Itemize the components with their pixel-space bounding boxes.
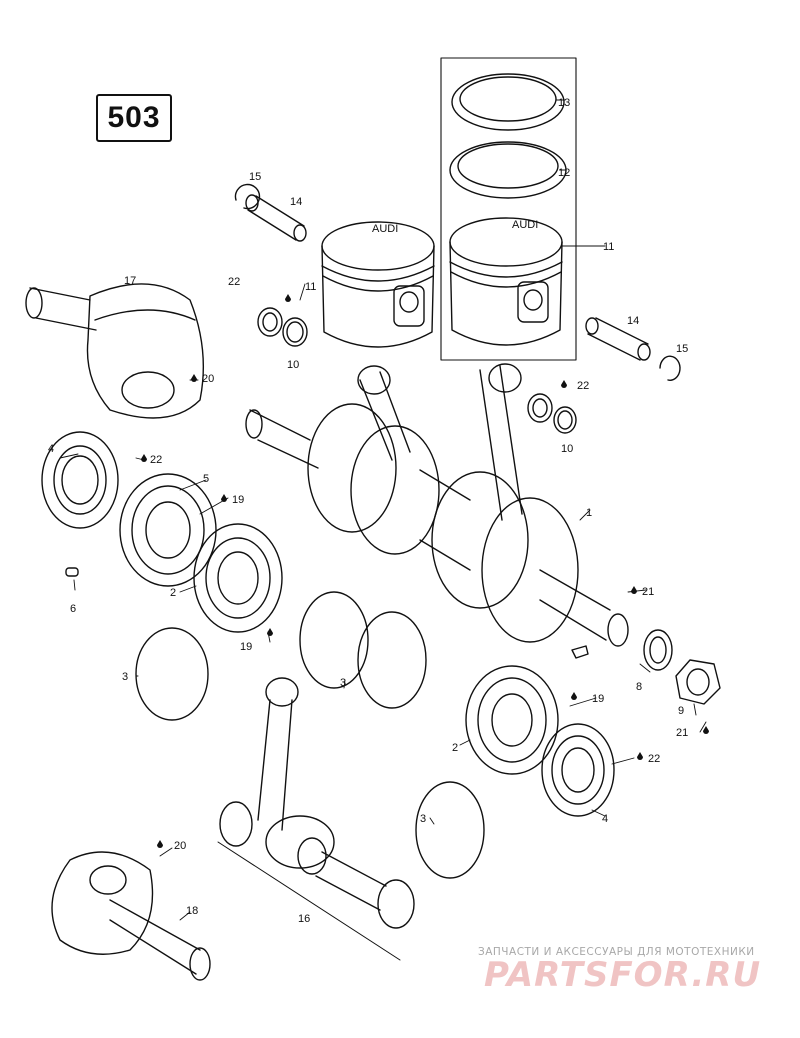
crankshaft-half-18 bbox=[51, 851, 211, 981]
o-ring-3-lower bbox=[415, 781, 485, 879]
ball-bearing-2-left bbox=[193, 523, 283, 633]
o-ring-3-center-b bbox=[357, 611, 427, 709]
piston-right bbox=[449, 217, 563, 346]
callout-20-top: 20 bbox=[202, 373, 214, 385]
oil-seal-4-right bbox=[541, 723, 615, 817]
oil-drop-icon bbox=[571, 692, 577, 700]
callout-19-left: 19 bbox=[240, 641, 252, 653]
oil-drop-icon bbox=[631, 586, 637, 594]
callout-4-right: 4 bbox=[602, 813, 608, 825]
piston-pin-14-right bbox=[585, 317, 651, 361]
watermark-logo: PARTSFOR.RU bbox=[484, 955, 762, 995]
o-ring-3-center-a bbox=[299, 591, 369, 689]
o-ring-3-left bbox=[135, 627, 209, 721]
callout-15-right: 15 bbox=[676, 343, 688, 355]
callout-21-top: 21 bbox=[642, 586, 654, 598]
piston-pin-14-left bbox=[245, 194, 307, 242]
callout-18: 18 bbox=[186, 905, 198, 917]
needle-bearing-left bbox=[257, 307, 283, 337]
lock-washer-8 bbox=[643, 629, 673, 671]
page-number-box: 503 bbox=[96, 94, 172, 142]
needle-bearing-right bbox=[527, 393, 553, 423]
oil-drop-icon bbox=[267, 628, 273, 636]
thrust-washer-10-left bbox=[282, 317, 308, 347]
connecting-rod-kit-16 bbox=[217, 677, 415, 961]
piston-marking-right: AUDI bbox=[512, 219, 538, 231]
nut-9 bbox=[675, 659, 721, 705]
oil-drop-icon bbox=[285, 294, 291, 302]
callout-2-right: 2 bbox=[452, 742, 458, 754]
piston-ring-13 bbox=[451, 73, 565, 131]
callout-17: 17 bbox=[124, 275, 136, 287]
thrust-washer-10-right bbox=[553, 406, 577, 434]
piston-ring-12 bbox=[449, 141, 567, 199]
callout-4-left: 4 bbox=[48, 443, 54, 455]
callout-3-left: 3 bbox=[122, 671, 128, 683]
callout-22-left: 22 bbox=[228, 276, 240, 288]
oil-drop-icon bbox=[221, 494, 227, 502]
callout-3-center: 3 bbox=[340, 677, 346, 689]
oil-drop-icon bbox=[157, 840, 163, 848]
ball-bearing-5 bbox=[119, 473, 217, 587]
oil-drop-icon bbox=[561, 380, 567, 388]
callout-19-top: 19 bbox=[232, 494, 244, 506]
piston-marking-left: AUDI bbox=[372, 223, 398, 235]
oil-seal-4-left bbox=[41, 431, 119, 529]
circlip-15-left bbox=[234, 183, 261, 210]
callout-20-bottom: 20 bbox=[174, 840, 186, 852]
callout-11-kit: 11 bbox=[603, 241, 614, 253]
callout-15-left: 15 bbox=[249, 171, 261, 183]
callout-16: 16 bbox=[298, 913, 310, 925]
callout-8: 8 bbox=[636, 681, 642, 693]
callout-11: 11 bbox=[305, 281, 316, 293]
dowel-pin-6 bbox=[65, 567, 79, 577]
callout-9: 9 bbox=[678, 705, 684, 717]
callout-13: 13 bbox=[558, 97, 570, 109]
oil-drop-icon bbox=[703, 726, 709, 734]
callout-19-right: 19 bbox=[592, 693, 604, 705]
page-number: 503 bbox=[107, 101, 161, 134]
watermark-tagline: ЗАПЧАСТИ И АКСЕССУАРЫ ДЛЯ МОТОТЕХНИКИ bbox=[478, 946, 755, 958]
callout-22-right: 22 bbox=[577, 380, 589, 392]
callout-10-left: 10 bbox=[287, 359, 299, 371]
callout-10-right: 10 bbox=[561, 443, 573, 455]
callout-2-left: 2 bbox=[170, 587, 176, 599]
piston-left bbox=[321, 221, 435, 348]
callout-1: 1 bbox=[586, 507, 592, 519]
callout-5: 5 bbox=[203, 473, 209, 485]
callout-22-lower: 22 bbox=[648, 753, 660, 765]
oil-drop-icon bbox=[141, 454, 147, 462]
crankshaft-half-17 bbox=[25, 283, 205, 419]
oil-drop-icon bbox=[191, 374, 197, 382]
callout-22-seal: 22 bbox=[150, 454, 162, 466]
callout-21-bottom: 21 bbox=[676, 727, 688, 739]
circlip-15-right bbox=[659, 355, 681, 381]
callout-14-left: 14 bbox=[290, 196, 302, 208]
callout-3-lower: 3 bbox=[420, 813, 426, 825]
piston-kit-frame bbox=[440, 57, 577, 361]
callout-12: 12 bbox=[558, 167, 570, 179]
callout-14-right: 14 bbox=[627, 315, 639, 327]
oil-drop-icon bbox=[637, 752, 643, 760]
crankshaft-assembly-1 bbox=[245, 363, 629, 647]
ball-bearing-2-right bbox=[465, 665, 559, 775]
woodruff-key bbox=[571, 645, 589, 659]
callout-6: 6 bbox=[70, 603, 76, 615]
